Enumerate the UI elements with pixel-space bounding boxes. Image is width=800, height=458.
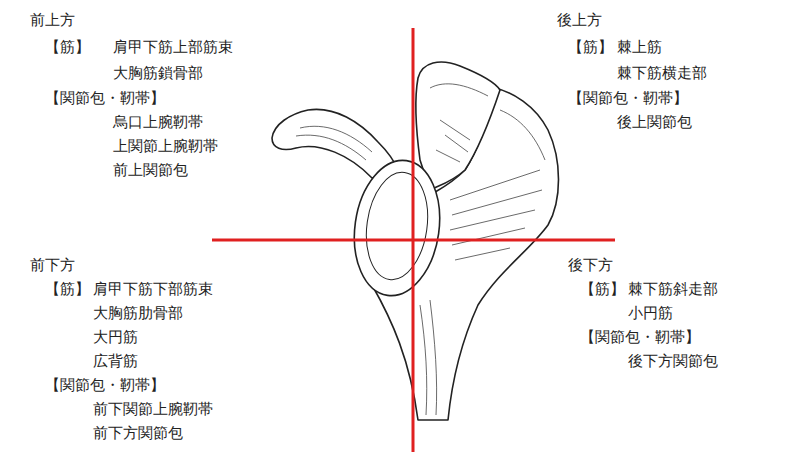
structure-label: 烏口上腕靭帯: [113, 113, 203, 131]
category-label: 【筋】: [45, 280, 90, 298]
region-label: 後上方: [557, 11, 602, 29]
category-label: 【筋】: [45, 38, 90, 56]
structure-label: 大胸筋鎖骨部: [113, 64, 203, 82]
structure-label: 肩甲下筋下部筋束: [93, 280, 213, 298]
structure-label: 後上関節包: [617, 113, 692, 131]
category-label: 【筋】: [580, 280, 625, 298]
category-label: 【関節包・靭帯】: [45, 89, 165, 107]
structure-label: 棘上筋: [617, 38, 662, 56]
structure-label: 後下方関節包: [628, 352, 718, 370]
structure-label: 上関節上腕靭帯: [113, 137, 218, 155]
region-label: 前上方: [30, 11, 75, 29]
category-label: 【筋】: [568, 38, 613, 56]
structure-label: 広背筋: [93, 352, 138, 370]
category-label: 【関節包・靭帯】: [45, 376, 165, 394]
structure-label: 前下方関節包: [93, 424, 183, 442]
category-label: 【関節包・靭帯】: [568, 89, 688, 107]
structure-label: 大胸筋肋骨部: [93, 304, 183, 322]
structure-label: 大円筋: [93, 328, 138, 346]
structure-label: 棘下筋斜走部: [628, 280, 718, 298]
category-label: 【関節包・靭帯】: [580, 328, 700, 346]
structure-label: 前上関節包: [113, 161, 188, 179]
structure-label: 肩甲下筋上部筋束: [113, 38, 233, 56]
region-label: 後下方: [568, 256, 613, 274]
region-label: 前下方: [30, 256, 75, 274]
structure-label: 棘下筋横走部: [617, 64, 707, 82]
structure-label: 小円筋: [628, 304, 673, 322]
structure-label: 前下関節上腕靭帯: [93, 400, 213, 418]
